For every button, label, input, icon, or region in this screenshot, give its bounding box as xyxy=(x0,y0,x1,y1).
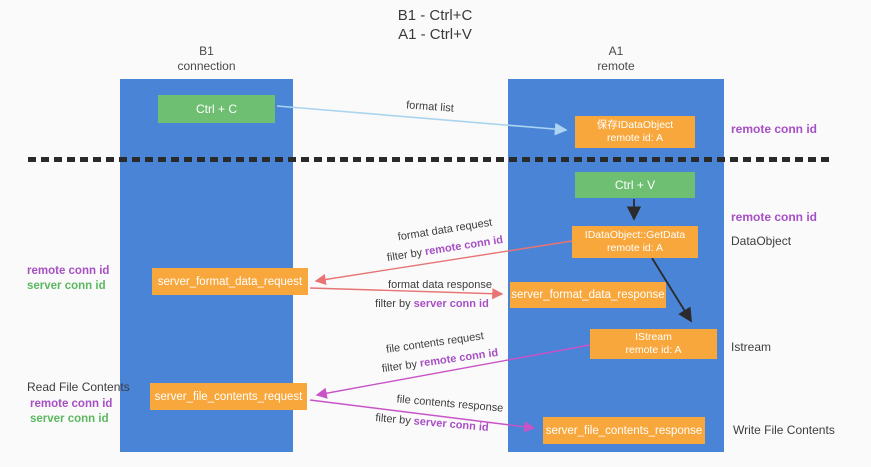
istream-side-label: Istream xyxy=(731,340,772,354)
ctrl-c-label: Ctrl + C xyxy=(195,102,237,116)
idataobject-getdata-box: IDataObject::GetData remote id: A xyxy=(572,226,698,258)
left-column-role: connection xyxy=(177,59,236,73)
phase-separator-dashed-line xyxy=(28,157,834,162)
right-remote-conn-id-label-1: remote conn id xyxy=(731,122,818,136)
server-conn-id-text: server conn id xyxy=(413,415,490,434)
save-idataobject-box: 保存IDataObject remote id: A xyxy=(575,116,695,148)
filter-by-text: filter by xyxy=(374,412,412,428)
server-format-data-response-label: server_format_data_response xyxy=(511,289,665,301)
server-file-contents-request-label: server_file_contents_request xyxy=(154,390,303,403)
title-line-1: B1 - Ctrl+C xyxy=(397,7,473,24)
left-server-conn-id-label-2: server conn id xyxy=(30,413,109,425)
right-column-role: remote xyxy=(597,59,635,73)
diagram-title: B1 - Ctrl+C A1 - Ctrl+V xyxy=(330,6,540,44)
dataobject-label: DataObject xyxy=(731,234,792,248)
read-file-contents-label: Read File Contents xyxy=(27,380,130,394)
server-format-data-response-box: server_format_data_response xyxy=(510,282,666,308)
ctrl-v-box: Ctrl + V xyxy=(575,172,695,198)
save-idataobject-line1: 保存IDataObject xyxy=(596,119,674,131)
format-list-label: format list xyxy=(405,99,455,115)
istream-line2: remote id: A xyxy=(625,344,682,356)
filter-by-text: filter by xyxy=(375,298,411,310)
getdata-line2: remote id: A xyxy=(606,242,664,254)
remote-conn-id-text: remote conn id xyxy=(424,233,504,259)
filter-by-text: filter by xyxy=(386,246,424,265)
ctrl-v-label: Ctrl + V xyxy=(614,178,656,192)
format-data-response-label: format data response xyxy=(388,279,492,291)
server-file-contents-request-box: server_file_contents_request xyxy=(150,383,307,410)
ctrl-c-box: Ctrl + C xyxy=(158,95,275,123)
save-idataobject-line2: remote id: A xyxy=(606,132,664,144)
getdata-line1: IDataObject::GetData xyxy=(584,229,686,241)
right-column-header: A1 remote xyxy=(508,44,724,74)
left-column-header: B1 connection xyxy=(120,44,293,74)
istream-box: IStream remote id: A xyxy=(590,329,717,359)
title-line-2: A1 - Ctrl+V xyxy=(398,26,472,43)
server-format-data-request-box: server_format_data_request xyxy=(152,268,308,295)
left-remote-conn-id-label-1: remote conn id xyxy=(27,265,110,277)
server-file-contents-response-box: server_file_contents_response xyxy=(543,417,705,444)
left-column-name: B1 xyxy=(199,44,214,58)
filter-by-text: filter by xyxy=(381,358,418,376)
write-file-contents-label: Write File Contents xyxy=(733,423,835,437)
remote-conn-id-text: remote conn id xyxy=(419,346,499,370)
left-remote-conn-id-label-2: remote conn id xyxy=(30,398,113,410)
istream-line1: IStream xyxy=(635,331,672,343)
left-server-conn-id-label-1: server conn id xyxy=(27,280,106,292)
right-column-name: A1 xyxy=(608,44,624,58)
server-file-contents-response-label: server_file_contents_response xyxy=(545,424,703,437)
server-format-data-request-label: server_format_data_request xyxy=(157,275,303,288)
right-remote-conn-id-label-2: remote conn id xyxy=(731,210,818,224)
server-conn-id-text: server conn id xyxy=(413,298,489,310)
